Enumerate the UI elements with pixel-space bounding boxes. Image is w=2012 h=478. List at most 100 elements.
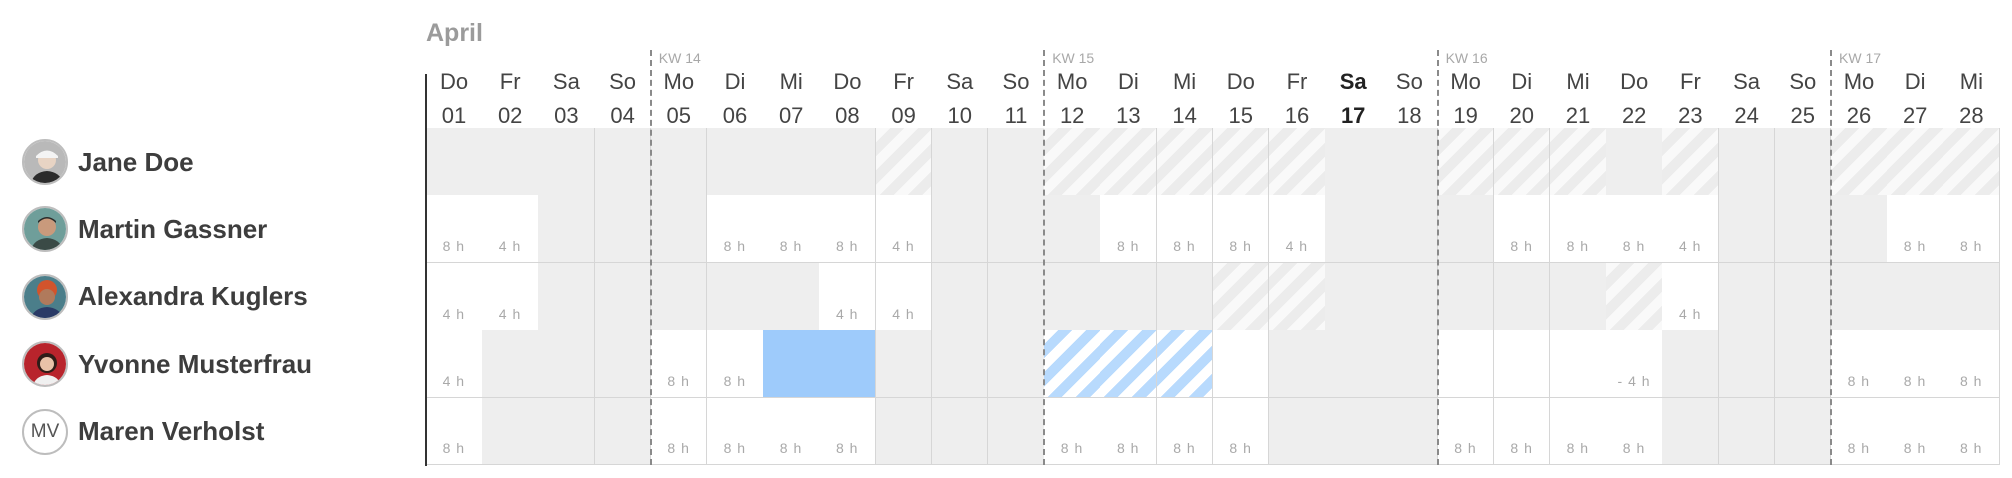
day-cell[interactable] <box>1493 330 1551 399</box>
day-cell[interactable]: 8 h <box>650 397 708 466</box>
day-cell[interactable] <box>763 262 820 331</box>
day-cell[interactable]: 8 h <box>819 195 877 264</box>
day-cell[interactable] <box>1437 330 1495 399</box>
day-cell[interactable]: 8 h <box>1606 397 1663 466</box>
day-cell[interactable] <box>538 330 596 399</box>
day-cell[interactable] <box>1718 128 1776 196</box>
day-cell[interactable] <box>482 330 539 399</box>
day-cell[interactable] <box>988 262 1045 331</box>
day-cell[interactable] <box>482 397 539 466</box>
day-cell[interactable] <box>538 128 596 196</box>
day-cell[interactable] <box>1381 128 1439 196</box>
day-cell[interactable] <box>1493 262 1551 331</box>
day-cell[interactable] <box>1662 330 1720 399</box>
day-cell[interactable] <box>875 397 933 466</box>
day-cell[interactable]: 4 h <box>819 262 877 331</box>
person-label[interactable]: Yvonne Musterfrau <box>22 330 312 398</box>
day-cell[interactable] <box>1662 397 1720 466</box>
day-cell[interactable] <box>1100 128 1158 196</box>
day-cell[interactable]: 8 h <box>1044 397 1101 466</box>
day-cell[interactable] <box>819 128 877 196</box>
day-cell[interactable] <box>1437 195 1495 264</box>
day-cell[interactable]: 8 h <box>707 397 764 466</box>
day-cell[interactable]: 8 h <box>1437 397 1495 466</box>
day-cell[interactable]: 8 h <box>426 397 483 466</box>
day-cell[interactable] <box>594 128 652 196</box>
day-cell[interactable] <box>1831 262 1888 331</box>
day-cell[interactable] <box>1325 195 1382 264</box>
day-cell[interactable]: 4 h <box>426 330 483 399</box>
day-cell[interactable] <box>875 330 933 399</box>
day-cell[interactable] <box>650 128 708 196</box>
day-cell[interactable] <box>1718 330 1776 399</box>
day-cell[interactable] <box>1437 128 1495 196</box>
day-cell[interactable] <box>1774 195 1832 264</box>
day-cell[interactable]: 4 h <box>426 262 483 331</box>
day-cell[interactable] <box>1662 128 1720 196</box>
day-cell[interactable] <box>1212 262 1270 331</box>
day-cell[interactable]: 4 h <box>875 262 933 331</box>
day-cell[interactable] <box>1718 397 1776 466</box>
day-cell[interactable] <box>1156 330 1214 399</box>
day-cell[interactable] <box>707 262 764 331</box>
day-cell[interactable] <box>1887 128 1944 196</box>
day-cell[interactable] <box>1325 128 1382 196</box>
person-label[interactable]: Alexandra Kuglers <box>22 263 308 331</box>
day-cell[interactable] <box>1718 262 1776 331</box>
day-cell[interactable] <box>819 330 877 399</box>
day-cell[interactable]: 8 h <box>650 330 708 399</box>
day-cell[interactable] <box>1381 262 1439 331</box>
day-cell[interactable] <box>931 262 989 331</box>
day-cell[interactable] <box>1550 128 1607 196</box>
day-cell[interactable] <box>1831 195 1888 264</box>
day-cell[interactable] <box>1269 397 1326 466</box>
day-cell[interactable] <box>1943 128 2001 196</box>
day-cell[interactable] <box>1381 330 1439 399</box>
day-cell[interactable] <box>1325 330 1382 399</box>
day-cell[interactable] <box>482 128 539 196</box>
day-cell[interactable] <box>594 262 652 331</box>
day-cell[interactable]: 8 h <box>1887 397 1944 466</box>
day-cell[interactable] <box>538 195 596 264</box>
day-cell[interactable] <box>538 262 596 331</box>
day-cell[interactable]: 8 h <box>1943 195 2001 264</box>
day-cell[interactable] <box>1044 330 1101 399</box>
day-cell[interactable]: 4 h <box>1269 195 1326 264</box>
day-cell[interactable]: 8 h <box>426 195 483 264</box>
day-cell[interactable]: 8 h <box>1493 397 1551 466</box>
day-cell[interactable] <box>1381 195 1439 264</box>
day-cell[interactable] <box>1774 397 1832 466</box>
day-cell[interactable] <box>1718 195 1776 264</box>
day-cell[interactable]: 8 h <box>1943 397 2001 466</box>
day-cell[interactable]: 8 h <box>1156 195 1214 264</box>
day-cell[interactable]: 8 h <box>1212 397 1270 466</box>
day-cell[interactable]: - 4 h <box>1606 330 1663 399</box>
day-cell[interactable] <box>1774 262 1832 331</box>
day-cell[interactable] <box>931 330 989 399</box>
day-cell[interactable]: 8 h <box>763 195 820 264</box>
day-cell[interactable] <box>875 128 933 196</box>
day-cell[interactable] <box>1437 262 1495 331</box>
day-cell[interactable] <box>1550 330 1607 399</box>
day-cell[interactable] <box>1325 262 1382 331</box>
day-cell[interactable] <box>988 195 1045 264</box>
day-cell[interactable] <box>1943 262 2001 331</box>
day-cell[interactable] <box>931 397 989 466</box>
day-cell[interactable]: 8 h <box>1493 195 1551 264</box>
day-cell[interactable]: 8 h <box>1100 195 1158 264</box>
day-cell[interactable]: 8 h <box>1831 330 1888 399</box>
day-cell[interactable]: 8 h <box>763 397 820 466</box>
day-cell[interactable] <box>931 195 989 264</box>
day-cell[interactable] <box>594 195 652 264</box>
day-cell[interactable] <box>1044 262 1101 331</box>
day-cell[interactable]: 8 h <box>1100 397 1158 466</box>
day-cell[interactable] <box>650 262 708 331</box>
day-cell[interactable] <box>1550 262 1607 331</box>
day-cell[interactable]: 4 h <box>482 195 539 264</box>
day-cell[interactable]: 8 h <box>707 330 764 399</box>
day-cell[interactable] <box>1269 330 1326 399</box>
day-cell[interactable] <box>988 397 1045 466</box>
day-cell[interactable]: 8 h <box>1212 195 1270 264</box>
day-cell[interactable] <box>594 330 652 399</box>
